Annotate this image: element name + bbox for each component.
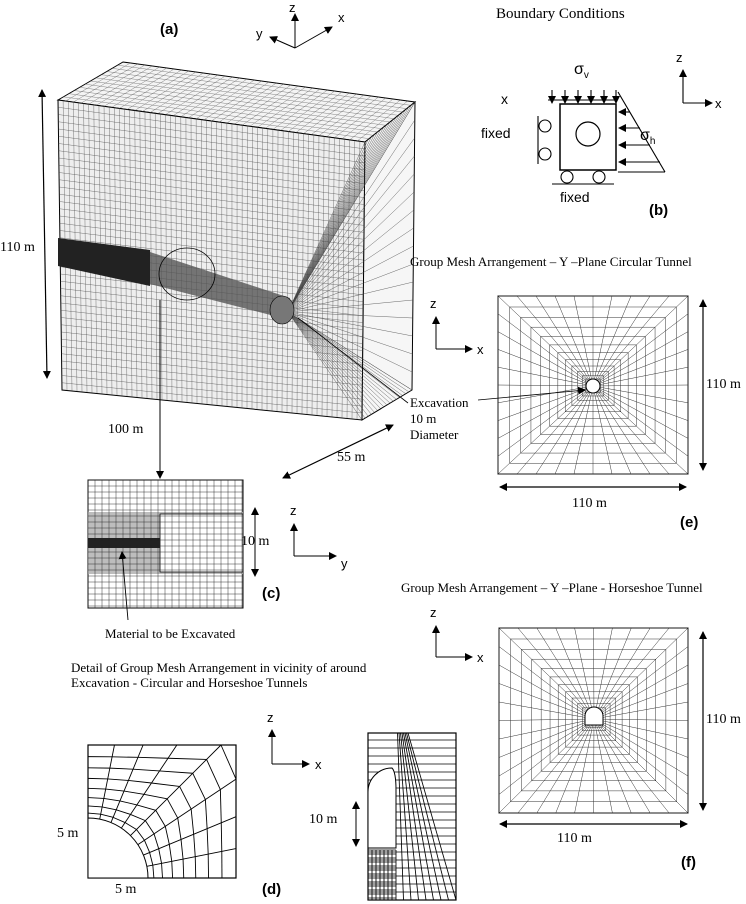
- axes-triad-c: [290, 523, 337, 560]
- excavation-label-1: Excavation: [410, 395, 469, 410]
- title-e: Group Mesh Arrangement – Y –Plane Circul…: [410, 254, 692, 269]
- detail-mesh-horseshoe: [352, 732, 457, 901]
- tunnel-section-dark: [58, 238, 150, 286]
- axis-label-y-a: y: [256, 26, 263, 41]
- sigma-h-label: σh: [640, 127, 656, 148]
- excavation-label-3: Diameter: [410, 427, 459, 442]
- axis-label-x-f: x: [477, 650, 484, 665]
- axes-triad-d: [268, 729, 310, 768]
- height-dimension-arrow: [38, 89, 51, 379]
- fixed-bottom-label: fixed: [560, 189, 590, 205]
- panel-label-c: (c): [262, 585, 281, 602]
- title-f: Group Mesh Arrangement – Y –Plane - Hors…: [401, 580, 703, 595]
- dim-h-d: 5 m: [115, 882, 137, 897]
- dim-horseshoe: 10 m: [309, 812, 338, 827]
- dim-v-d: 5 m: [57, 826, 79, 841]
- detail-mesh-d-circular: [87, 744, 237, 879]
- panel-label-b: (b): [649, 202, 669, 219]
- depth-dimension-arrow: [282, 424, 394, 479]
- dim-v-f: 110 m: [706, 712, 741, 727]
- x-label-b: x: [501, 91, 508, 107]
- panel-label-a: (a): [160, 21, 179, 38]
- block-3d-mesh: [56, 61, 417, 421]
- depth-label: 55 m: [337, 450, 366, 465]
- axes-triad-e: [432, 316, 473, 353]
- axes-triad-f: [432, 625, 473, 661]
- tunnel-highlight-circle: [158, 247, 216, 301]
- material-label: Material to be Excavated: [105, 626, 236, 641]
- axis-label-x-a: x: [338, 10, 345, 25]
- panel-label-e: (e): [680, 514, 699, 531]
- boundary-title: Boundary Conditions: [496, 6, 625, 22]
- sigma-v-label: σv: [574, 61, 589, 82]
- axis-label-z-f: z: [430, 605, 437, 620]
- axis-label-y-c: y: [341, 556, 348, 571]
- axis-label-z-e: z: [430, 296, 437, 311]
- axis-label-x-d: x: [315, 757, 322, 772]
- detail-mesh-c: [87, 479, 259, 621]
- fixed-left-label: fixed: [481, 125, 511, 141]
- dim-v-e: 110 m: [706, 377, 741, 392]
- axis-label-x-e: x: [477, 342, 484, 357]
- boundary-conditions-sketch: [537, 69, 713, 185]
- width-label: 100 m: [108, 422, 144, 437]
- panel-label-d: (d): [262, 881, 282, 898]
- dim-h-e: 110 m: [572, 496, 607, 511]
- excavation-label-2: 10 m: [410, 411, 437, 426]
- excavation-leader: [297, 317, 409, 404]
- axis-label-z-a: z: [289, 0, 296, 15]
- dim-c: 10 m: [241, 534, 270, 549]
- caption-d: Detail of Group Mesh Arrangement in vici…: [71, 660, 367, 690]
- mesh-f-horseshoe: [498, 627, 707, 828]
- axis-label-z-b: z: [676, 50, 683, 65]
- dim-h-f: 110 m: [557, 831, 592, 846]
- mesh-e-circular: [477, 295, 707, 491]
- axis-label-z-c: z: [290, 503, 297, 518]
- height-label: 110 m: [0, 240, 35, 255]
- panel-label-f: (f): [681, 854, 696, 871]
- axis-label-z-d: z: [267, 710, 274, 725]
- axes-triad-a: [269, 13, 333, 49]
- axis-label-x-b: x: [715, 96, 722, 111]
